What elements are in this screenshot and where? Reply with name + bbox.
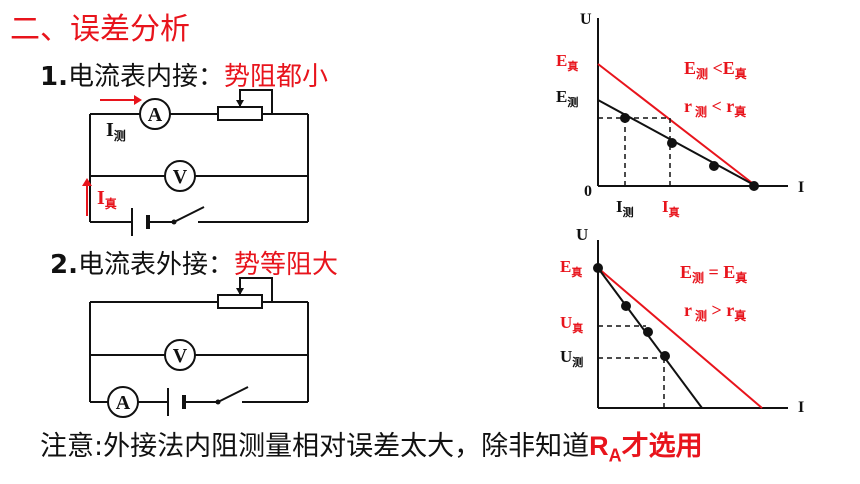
bottom-note: 注意:外接法内阻测量相对误差太大，除非知道RA才选用 xyxy=(40,424,703,466)
rheostat-2 xyxy=(217,294,263,309)
voltmeter-symbol-2: V xyxy=(164,339,196,371)
graph1-origin-label: 0 xyxy=(584,183,592,200)
graph2-E-true-label: E真 xyxy=(560,257,582,279)
graph1-y-axis-label: U xyxy=(580,11,592,28)
circuit-external-connection: V A xyxy=(89,277,309,418)
section-heading: 二、误差分析 xyxy=(10,12,190,47)
section2-label: 电流表外接： xyxy=(77,250,234,280)
section1-title: 1.电流表内接：势阻都小 xyxy=(40,56,328,93)
graph1-E-true-label: E真 xyxy=(556,51,578,73)
graph1-E-meas-label: E测 xyxy=(556,87,578,109)
graph2-relation-r: r 测 > r真 xyxy=(684,300,746,323)
circuit-internal-connection: A V I测 I真 xyxy=(82,89,309,236)
graph2-true-line xyxy=(597,267,763,409)
graph2-U-meas-label: U测 xyxy=(560,347,583,369)
ammeter-label: A xyxy=(148,104,163,126)
section2-number: 2. xyxy=(50,250,78,280)
graph1-x-axis-label: I xyxy=(798,179,804,196)
graph1-true-line xyxy=(597,63,757,187)
section1-number: 1. xyxy=(40,62,68,92)
note-RA: RA xyxy=(589,431,622,466)
voltmeter-label-2: V xyxy=(173,345,188,367)
graph1-data-points xyxy=(620,113,759,191)
graph1-I-meas-label: I测 xyxy=(616,197,634,219)
graph2-data-points xyxy=(593,263,670,361)
graph2-x-axis-label: I xyxy=(798,399,804,416)
current-measured-label: I测 xyxy=(106,119,126,143)
graph1-relation-r: r 测 < r真 xyxy=(684,96,746,119)
graph2-relation-E: E测 = E真 xyxy=(680,262,747,285)
graph-internal-connection: U I 0 E真 E测 I测 I真 E测 <E真 r 测 < r真 xyxy=(556,11,804,219)
graph-external-connection: U I E真 U真 U测 E测 = E真 r 测 > r真 xyxy=(560,226,804,416)
graph1-I-true-label: I真 xyxy=(662,197,680,219)
current-true-label: I真 xyxy=(97,187,117,211)
graph1-relation-E: E测 <E真 xyxy=(684,58,747,81)
section1-label: 电流表内接： xyxy=(67,62,224,92)
graph2-measured-line xyxy=(597,267,703,409)
section1-conclusion: 势阻都小 xyxy=(223,62,328,92)
rheostat xyxy=(217,106,263,121)
voltmeter-label: V xyxy=(173,166,188,188)
note-text: 注意:外接法内阻测量相对误差太大，除非知道 xyxy=(40,431,590,462)
section2-conclusion: 势等阻大 xyxy=(233,250,338,280)
voltmeter-symbol: V xyxy=(164,160,196,192)
note-suffix: 才选用 xyxy=(621,431,703,461)
ammeter-label-2: A xyxy=(116,392,131,414)
section2-title: 2.电流表外接：势等阻大 xyxy=(50,244,338,281)
graph2-U-true-label: U真 xyxy=(560,313,583,335)
ammeter-symbol: A xyxy=(139,98,171,130)
ammeter-symbol-2: A xyxy=(107,386,139,418)
graph2-y-axis-label: U xyxy=(576,226,588,244)
